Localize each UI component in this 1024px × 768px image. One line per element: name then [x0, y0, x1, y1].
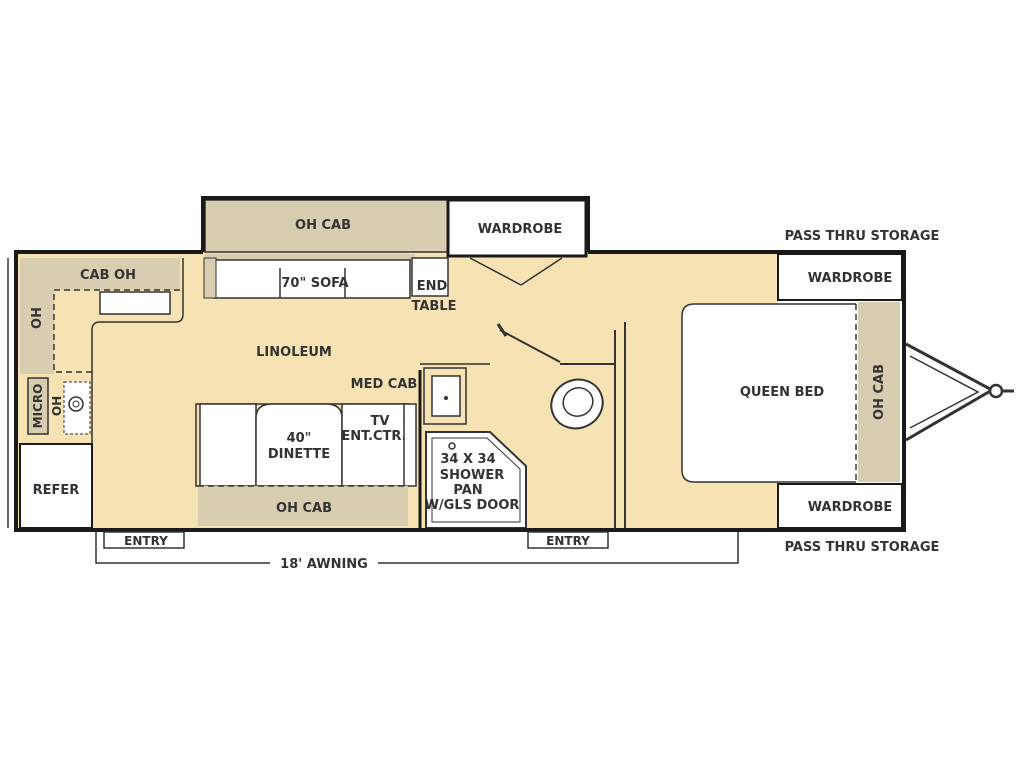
sofa: [213, 259, 411, 299]
galley-sink: [99, 291, 171, 315]
med-cab-label: MED CAB: [351, 377, 418, 392]
slide-out-wall: [201, 196, 590, 252]
wardrobe-right-bottom-label: WARDROBE: [808, 500, 892, 515]
bath-door-handle: [496, 323, 508, 337]
end-table: [411, 257, 449, 297]
queen-bed-label: QUEEN BED: [740, 385, 825, 400]
wardrobe-right-top: [777, 253, 903, 301]
wardrobe-top-label: WARDROBE: [478, 222, 562, 237]
toilet-bowl: [562, 387, 594, 417]
galley-counter-edge: [91, 258, 184, 525]
oh-cab-top-label: OH CAB: [295, 218, 351, 233]
hitch-coupler: [988, 383, 1004, 399]
dinette-bench-left: [199, 403, 257, 487]
outer-wall: [14, 250, 906, 532]
shower-pan-inner: [431, 437, 521, 523]
oh-left-label: OH: [30, 307, 45, 329]
refer-label: REFER: [33, 483, 80, 498]
dinette-size-label: 40": [287, 431, 312, 446]
wardrobe-door-left: [469, 257, 522, 286]
shower-label-3: PAN: [453, 483, 482, 498]
oh-cab-bottom-label: OH CAB: [276, 501, 332, 516]
wardrobe-door-right: [520, 257, 563, 286]
micro-label: MICRO: [31, 384, 45, 429]
sofa-backrest: [205, 254, 415, 262]
bath-door: [499, 329, 561, 363]
dinette-label: DINETTE: [268, 447, 330, 462]
tv-ent-center: [341, 403, 409, 487]
shower-drain: [448, 442, 456, 450]
wardrobe-right-top-label: WARDROBE: [808, 271, 892, 286]
end-label: END: [417, 279, 448, 294]
linoleum-label: LINOLEUM: [256, 345, 332, 360]
micro-cabinet: [27, 377, 49, 435]
oh-cab-bottom: [198, 486, 408, 526]
entry-door-right: [527, 531, 609, 549]
hitch-inner: [909, 355, 980, 429]
pass-thru-bottom-label: PASS THRU STORAGE: [785, 540, 940, 555]
shower-label-1: 34 X 34: [440, 452, 495, 467]
oh-cab-right: [858, 302, 900, 482]
galley-counter-line: [53, 289, 180, 373]
stove: [63, 381, 91, 435]
pass-thru-top-label: PASS THRU STORAGE: [785, 229, 940, 244]
awning-line-right: [378, 532, 739, 564]
tv-unit: [403, 403, 417, 487]
sofa-arm-left: [203, 257, 217, 299]
oh-cab-top: [204, 199, 449, 253]
stove-burner: [68, 396, 84, 412]
oh-cab-right-label: OH CAB: [872, 364, 887, 420]
awning-label: 18' AWNING: [280, 557, 368, 572]
tv-label: TV: [371, 414, 390, 429]
micro-oh-label: OH: [50, 396, 64, 416]
stove-burner-center: [72, 400, 80, 408]
entry-right-label: ENTRY: [546, 534, 590, 548]
shower-label-4: W/GLS DOOR: [425, 498, 520, 513]
awning-line-left: [95, 532, 270, 564]
shower-label-2: SHOWER: [440, 468, 505, 483]
bath-sink-drain: [444, 396, 448, 400]
queen-bed: [681, 303, 856, 483]
ent-ctr-label: ENT.CTR.: [341, 429, 406, 444]
entry-door-left: [103, 531, 185, 549]
table-label: TABLE: [412, 299, 457, 314]
oh-left: [20, 258, 54, 374]
cab-oh-label: CAB OH: [80, 268, 136, 283]
sofa-label: 70" SOFA: [281, 276, 348, 291]
entry-left-label: ENTRY: [124, 534, 168, 548]
